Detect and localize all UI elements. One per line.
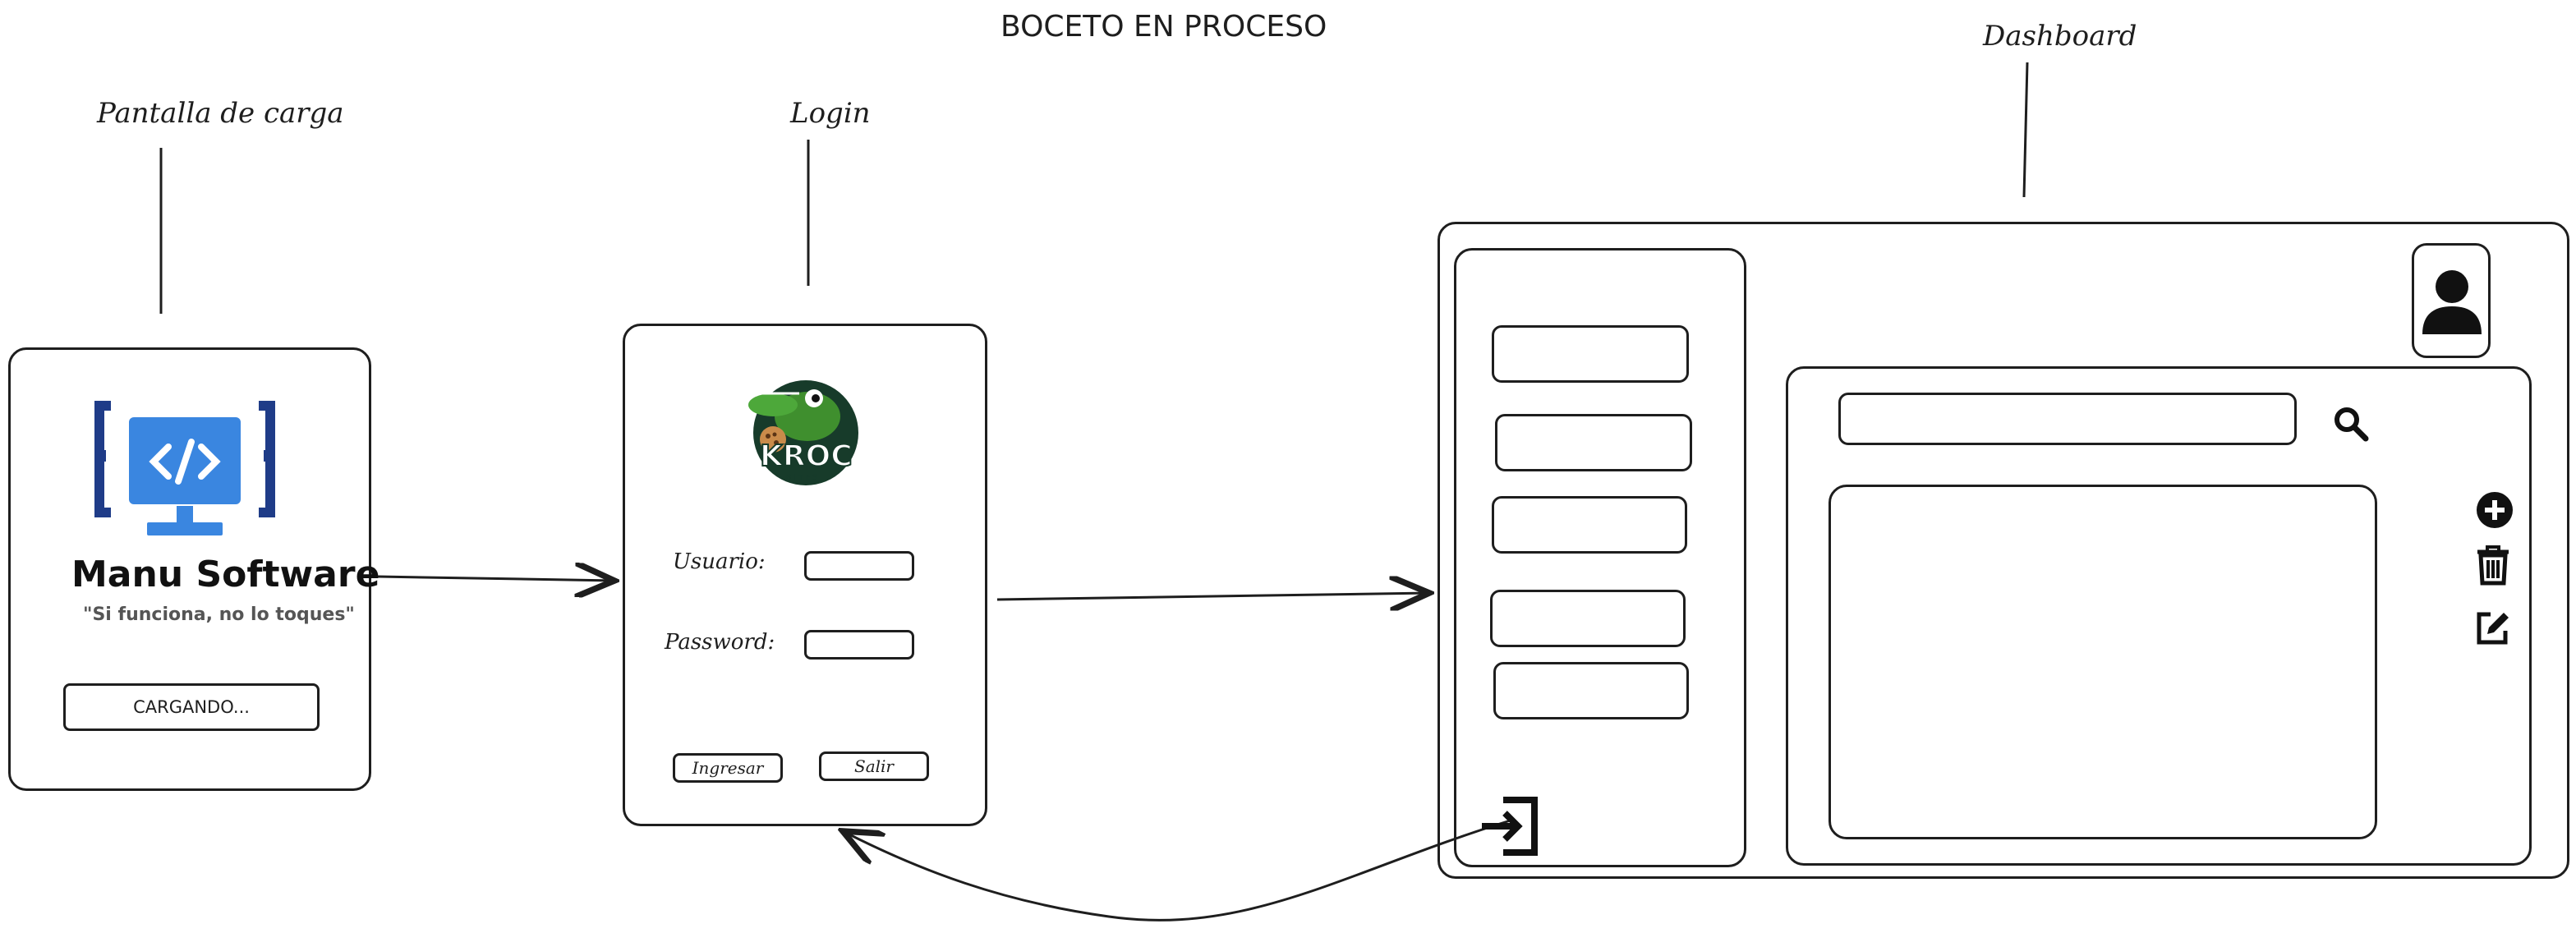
sidebar-item-1[interactable] [1492, 325, 1689, 383]
sidebar-item-4[interactable] [1490, 590, 1686, 647]
brand-name: Manu Software [71, 554, 380, 595]
brand-tagline: "Si funciona, no lo toques" [83, 604, 355, 625]
dashboard-main-panel [1786, 366, 2532, 866]
login-screen-frame: KROC BITES Usuario: Password: Ingresar S… [623, 324, 987, 826]
loading-status-button: CARGANDO... [63, 683, 320, 731]
login-logo-text: KROC [759, 439, 853, 474]
exit-button[interactable]: Salir [819, 751, 929, 781]
arrow-logout-to-login [843, 818, 1514, 922]
user-label: Usuario: [673, 549, 766, 574]
search-input[interactable] [1838, 393, 2297, 445]
avatar-icon [2419, 267, 2485, 336]
dashboard-frame [1438, 222, 2569, 879]
trash-icon[interactable] [2474, 544, 2512, 586]
user-input[interactable] [804, 551, 914, 581]
dashboard-screen-label: Dashboard [1983, 20, 2137, 53]
plus-circle-icon[interactable] [2476, 491, 2514, 529]
submit-button[interactable]: Ingresar [673, 753, 783, 783]
monitor-code-icon [94, 399, 275, 555]
arrow-login-to-dashboard [996, 593, 1429, 600]
login-logo-subtext: BITES [786, 474, 820, 482]
search-icon[interactable] [2333, 406, 2369, 442]
sidebar-item-3[interactable] [1492, 496, 1687, 554]
password-label: Password: [665, 630, 775, 655]
password-input[interactable] [804, 630, 914, 660]
content-area [1828, 485, 2377, 839]
sidebar-item-2[interactable] [1495, 414, 1692, 471]
avatar[interactable] [2412, 243, 2491, 358]
loading-screen-label: Pantalla de carga [97, 97, 344, 130]
logout-icon[interactable] [1479, 795, 1541, 857]
kroc-logo-icon [748, 369, 863, 492]
leader-line-dashboard [2022, 62, 2029, 198]
page-title: BOCETO EN PROCESO [1000, 10, 1327, 44]
arrow-loading-to-login [377, 577, 614, 581]
loading-screen-frame: Manu Software "Si funciona, no lo toques… [8, 347, 380, 791]
login-screen-label: Login [790, 97, 871, 130]
sidebar-item-5[interactable] [1493, 662, 1689, 719]
dashboard-sidebar [1454, 248, 1746, 867]
edit-icon[interactable] [2472, 608, 2512, 647]
